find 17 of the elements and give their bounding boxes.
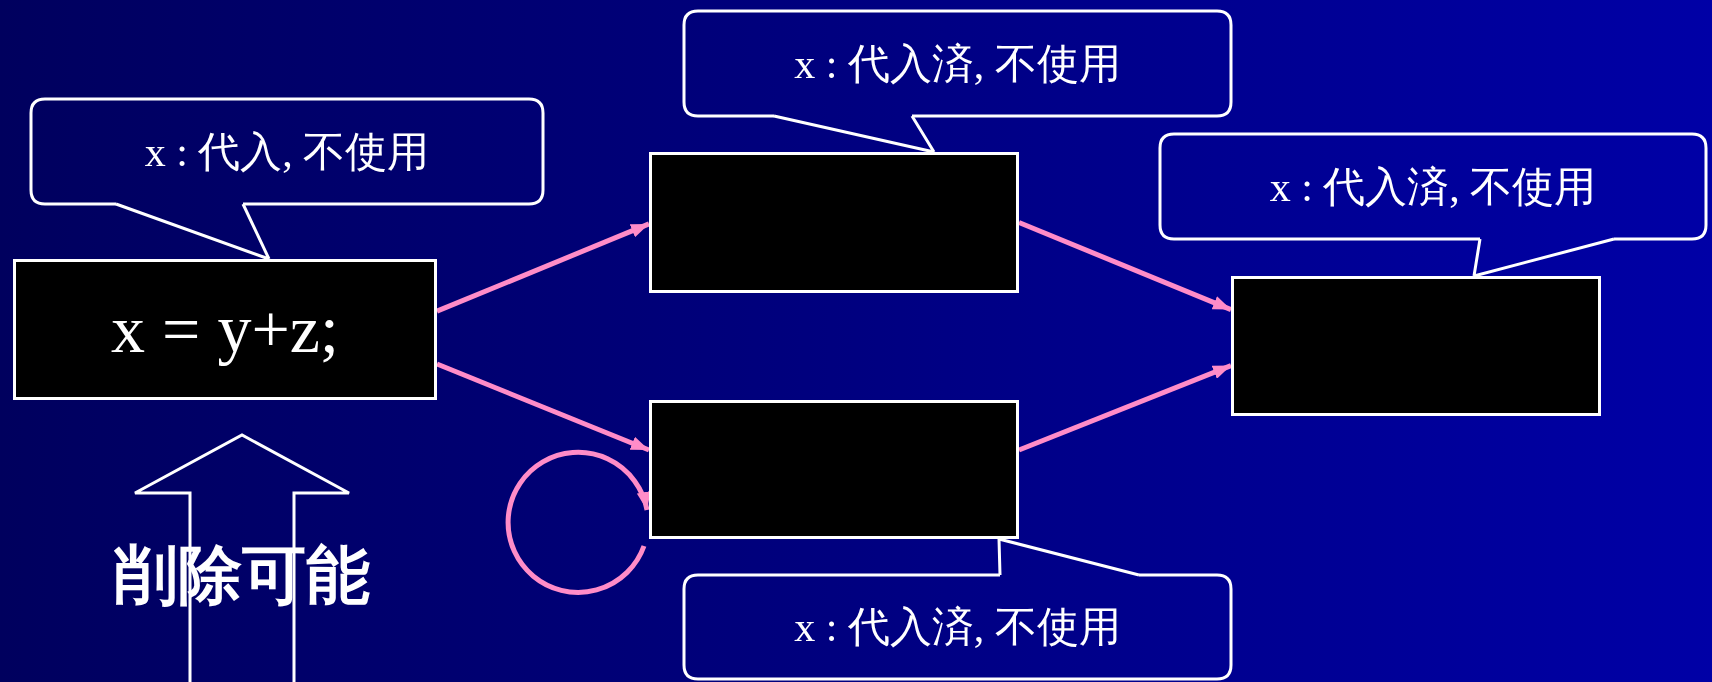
arrow xyxy=(1018,220,1232,312)
callout-bubble: x : 代入, 不使用 xyxy=(31,99,543,204)
callout-bubble: x : 代入済, 不使用 xyxy=(684,11,1231,116)
callout-pointer xyxy=(1472,237,1616,278)
code-box: x = y+z; xyxy=(13,259,437,400)
empty-box xyxy=(1231,276,1601,416)
arrow xyxy=(436,221,650,314)
arrow xyxy=(436,361,650,453)
callout-bubble: x : 代入済, 不使用 xyxy=(1160,134,1706,239)
callout-pointer xyxy=(114,202,271,261)
callout-pointer xyxy=(772,114,936,154)
callout-pointer xyxy=(997,537,1141,577)
arrow xyxy=(1018,363,1232,453)
empty-box xyxy=(649,152,1019,293)
callout-bubble: x : 代入済, 不使用 xyxy=(684,575,1231,679)
self-loop-arrow xyxy=(505,449,650,595)
empty-box xyxy=(649,400,1019,539)
